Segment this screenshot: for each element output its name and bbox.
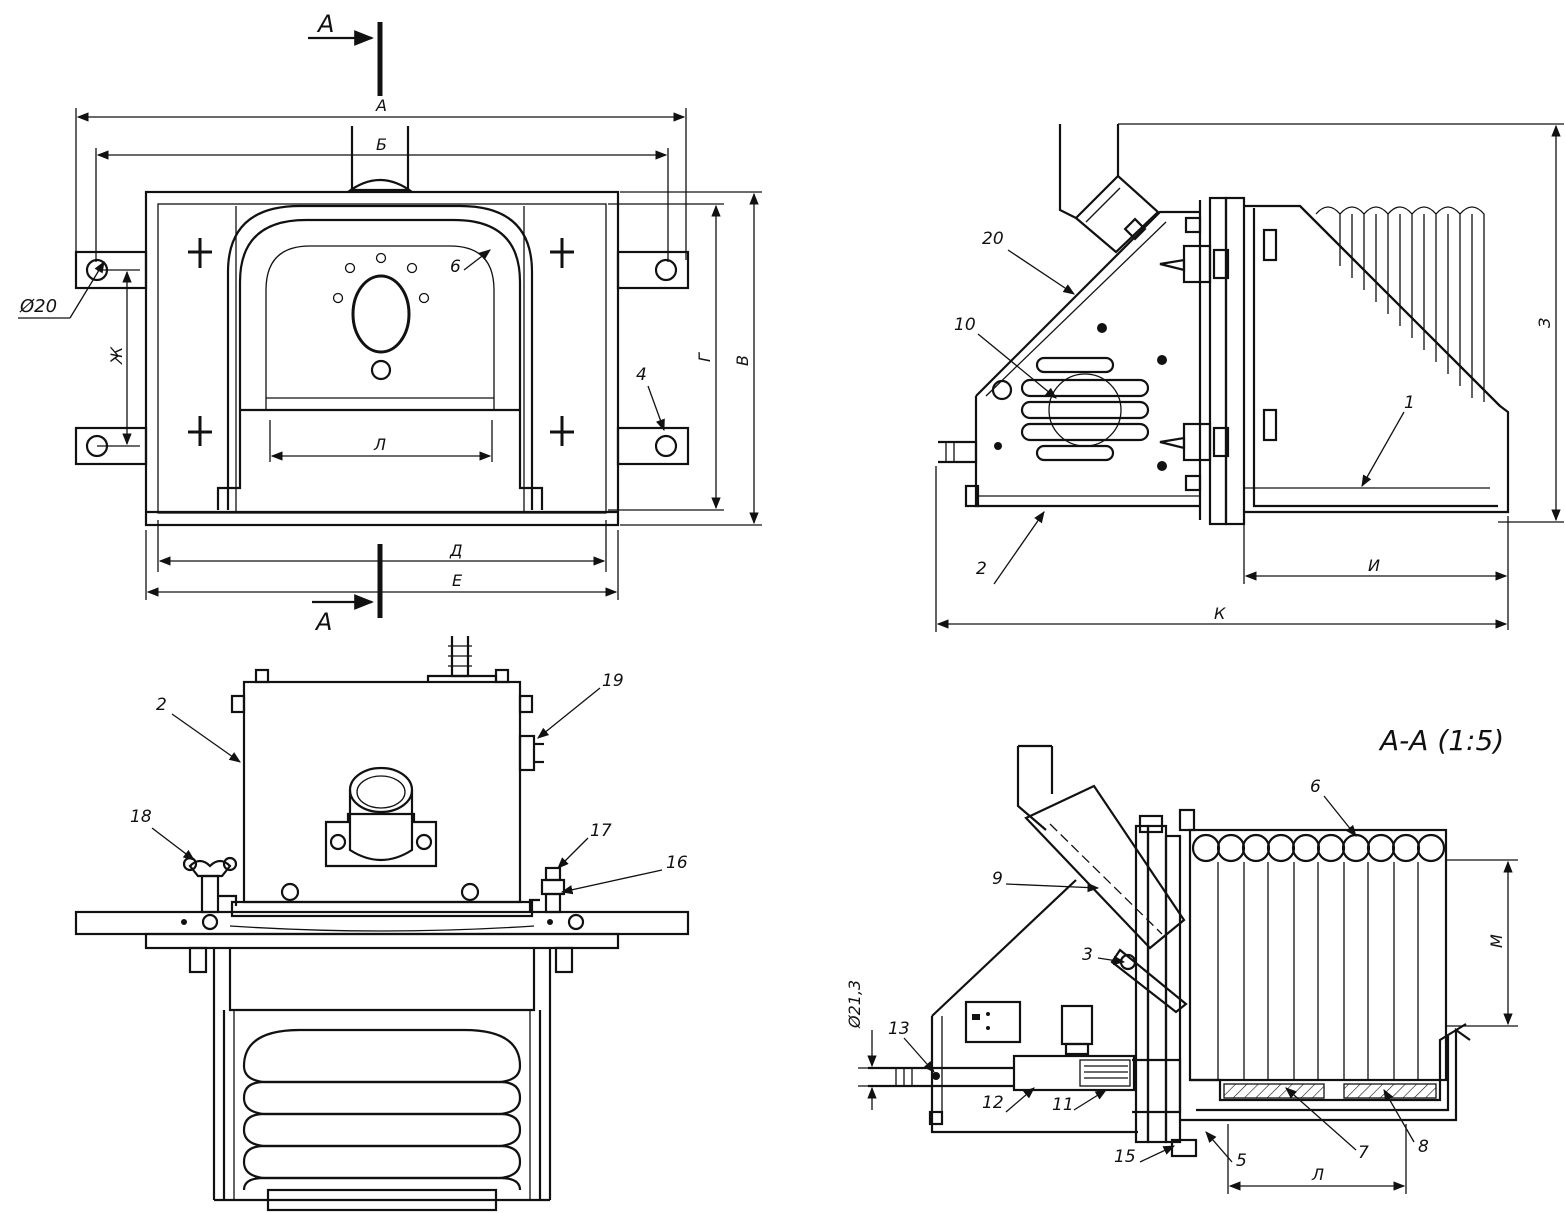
dim-z: З <box>1118 123 1564 523</box>
hole-diameter-label: Ø20 <box>19 296 57 317</box>
dim-m-label: М <box>1487 934 1506 948</box>
callout-15: 15 <box>1114 1145 1176 1167</box>
dim-e-label: Е <box>452 571 463 590</box>
callout-17: 17 <box>557 821 612 869</box>
bolt-17 <box>528 866 566 914</box>
callout-3-label: 3 <box>1082 945 1093 965</box>
callout-4-label: 4 <box>636 365 647 385</box>
callout-2-side-label: 2 <box>976 559 987 579</box>
dim-g: Г <box>608 203 724 511</box>
dim-v: В <box>620 191 762 526</box>
hole-diameter-callout: Ø20 <box>18 260 105 319</box>
callout-19: 19 <box>537 671 624 739</box>
callout-17-label: 17 <box>590 821 612 841</box>
dim-d-label: Д <box>449 541 463 560</box>
exchanger-tubes <box>1315 206 1485 402</box>
section-title: А-А (1:5) <box>1378 724 1504 757</box>
section-cut-marker-top: А <box>308 10 383 96</box>
callout-13: 13 <box>888 1019 935 1073</box>
callout-18-label: 18 <box>130 807 152 827</box>
rear-view: 2 19 18 17 16 <box>74 636 690 1212</box>
callout-6-section: 6 <box>1310 777 1357 837</box>
callout-20: 20 <box>982 229 1075 295</box>
dim-i: И <box>1243 516 1509 630</box>
callout-13-label: 13 <box>888 1019 910 1039</box>
callout-7-label: 7 <box>1358 1143 1369 1163</box>
callout-10: 10 <box>954 315 1057 399</box>
dim-l-section: Л <box>1227 1124 1407 1194</box>
dim-l-front: Л <box>269 420 493 462</box>
mounting-mark-crosses <box>188 238 574 446</box>
flange-bolts <box>1159 216 1278 492</box>
callout-6-front: 6 <box>450 249 491 277</box>
callout-1: 1 <box>1361 393 1415 488</box>
callout-8-label: 8 <box>1418 1137 1429 1157</box>
dim-a: А <box>75 96 687 260</box>
callout-2-rear-label: 2 <box>156 695 167 715</box>
callout-1-label: 1 <box>1404 393 1415 413</box>
callout-9-label: 9 <box>992 869 1003 889</box>
callout-8: 8 <box>1383 1088 1429 1157</box>
callout-3: 3 <box>1082 945 1126 966</box>
dim-b: Б <box>95 135 669 262</box>
dim-z-label: З <box>1535 318 1554 328</box>
dim-k: К <box>935 466 1508 632</box>
pipe-diameter-dim: Ø21,3 <box>845 980 896 1110</box>
section-view-a-a: А-А (1:5) <box>845 724 1518 1194</box>
callout-5: 5 <box>1205 1131 1247 1171</box>
callout-2-side: 2 <box>976 511 1045 585</box>
callout-15-label: 15 <box>1114 1147 1136 1167</box>
dim-i-label: И <box>1368 556 1380 575</box>
callout-2-rear: 2 <box>156 695 241 763</box>
dim-a-label: А <box>375 96 387 115</box>
wing-nut-18 <box>182 856 238 914</box>
dim-k-label: К <box>1214 604 1226 623</box>
dim-v-label: В <box>733 355 752 366</box>
dim-g-label: Г <box>695 352 714 362</box>
dim-zh: Ж <box>97 269 140 447</box>
dim-l-front-label: Л <box>373 435 386 454</box>
callout-19-label: 19 <box>602 671 624 691</box>
pipe-diameter-label: Ø21,3 <box>845 980 864 1029</box>
callout-11: 11 <box>1052 1089 1107 1115</box>
section-tube-row <box>1191 833 1446 863</box>
dim-l-section-label: Л <box>1311 1165 1324 1184</box>
callout-12: 12 <box>982 1087 1035 1113</box>
callout-20-label: 20 <box>982 229 1004 249</box>
callout-18: 18 <box>130 807 195 861</box>
section-cut-marker-bottom: А <box>312 544 383 636</box>
side-vent-louvers <box>1020 356 1150 462</box>
callout-11-label: 11 <box>1052 1095 1074 1115</box>
callout-5-label: 5 <box>1236 1151 1247 1171</box>
section-letter-top: А <box>316 10 334 38</box>
rear-coil-rings <box>242 1028 522 1191</box>
callout-10-label: 10 <box>954 315 976 335</box>
callout-9: 9 <box>992 869 1100 893</box>
section-letter-bottom: А <box>314 608 332 636</box>
callout-4: 4 <box>636 365 665 432</box>
side-view: З <box>935 123 1564 632</box>
callout-6-section-label: 6 <box>1310 777 1321 797</box>
callout-6-front-label: 6 <box>450 257 461 277</box>
callout-16: 16 <box>560 853 688 895</box>
front-view: А А Б <box>18 10 762 636</box>
callout-12-label: 12 <box>982 1093 1004 1113</box>
dim-b-label: Б <box>376 135 387 154</box>
callout-16-label: 16 <box>666 853 688 873</box>
callout-7: 7 <box>1285 1087 1369 1163</box>
section-tube-verticals <box>1217 862 1419 1080</box>
dim-m: М <box>1446 859 1518 1027</box>
dim-zh-label: Ж <box>107 346 126 365</box>
